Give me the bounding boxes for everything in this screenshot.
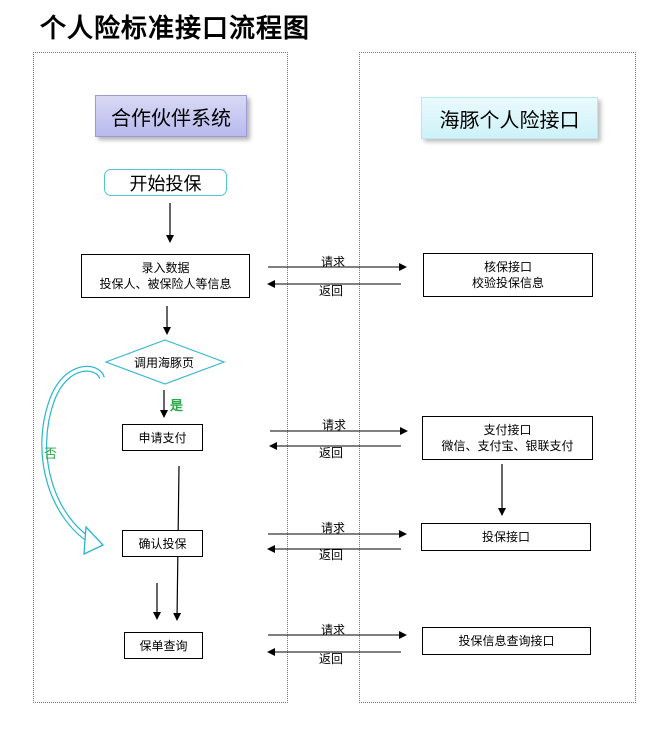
payment-box-title: 支付接口 [483, 423, 532, 437]
insure-box: 投保接口 [421, 523, 591, 551]
dolphin-lane [359, 52, 636, 703]
no-label: 否 [44, 447, 58, 462]
entry-box-title: 录入数据 [141, 261, 190, 275]
info-query-box: 投保信息查询接口 [422, 627, 591, 655]
dolphin-interface-header: 海豚个人险接口 [421, 97, 598, 139]
pay-box-label: 申请支付 [138, 430, 187, 445]
return-label-1: 返回 [319, 284, 344, 298]
payment-box-detail: 微信、支付宝、银联支付 [441, 439, 574, 453]
request-label-4: 请求 [321, 623, 346, 637]
underwrite-box: 核保接口 校验投保信息 [423, 253, 593, 297]
page-title: 个人险标准接口流程图 [40, 14, 311, 44]
decision-diamond [104, 339, 226, 385]
start-node: 开始投保 [104, 169, 227, 196]
no-branch-arrowhead [83, 525, 105, 556]
payment-box: 支付接口 微信、支付宝、银联支付 [422, 416, 593, 460]
request-label-1: 请求 [321, 255, 346, 269]
entry-box: 录入数据 投保人、被保险人等信息 [81, 254, 250, 298]
partner-lane [33, 52, 288, 703]
return-label-4: 返回 [319, 652, 344, 666]
return-label-2: 返回 [319, 446, 344, 460]
info-query-box-label: 投保信息查询接口 [458, 634, 555, 648]
request-label-2: 请求 [322, 418, 347, 432]
confirm-box: 确认投保 [122, 530, 203, 557]
yes-label: 是 [170, 399, 184, 414]
underwrite-box-detail: 校验投保信息 [471, 276, 544, 290]
pay-box: 申请支付 [122, 424, 203, 451]
request-label-3: 请求 [321, 521, 346, 535]
decision-label: 调用海豚页 [134, 356, 195, 370]
query-box: 保单查询 [124, 632, 203, 659]
return-label-3: 返回 [319, 548, 344, 562]
partner-system-header: 合作伙伴系统 [95, 95, 247, 137]
query-box-label: 保单查询 [139, 638, 188, 653]
confirm-box-label: 确认投保 [138, 536, 187, 551]
insure-box-label: 投保接口 [481, 530, 530, 544]
underwrite-box-title: 核保接口 [483, 260, 532, 274]
entry-box-detail: 投保人、被保险人等信息 [99, 277, 232, 291]
